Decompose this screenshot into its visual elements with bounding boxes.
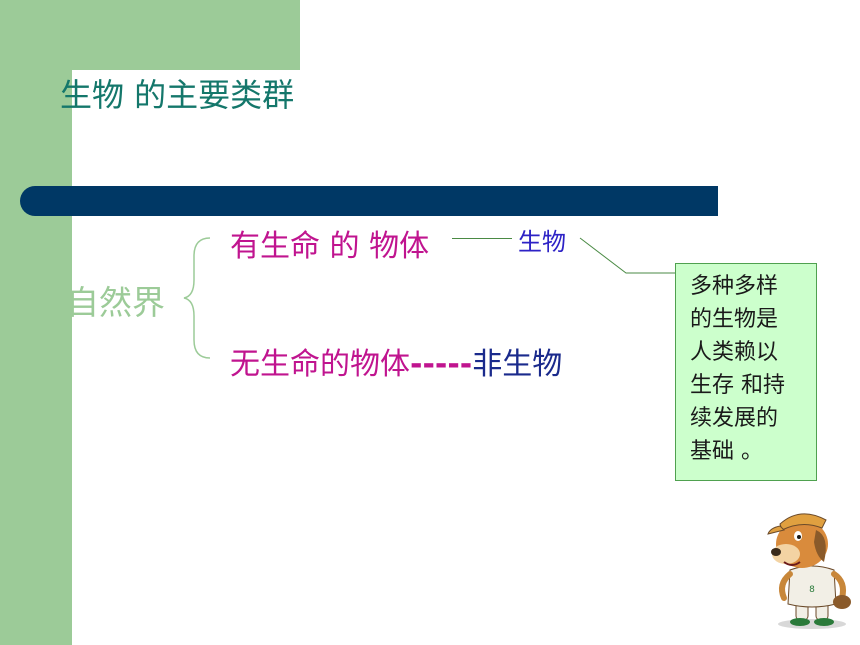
title-divider-bar xyxy=(20,186,718,216)
top-decorative-band xyxy=(72,0,300,70)
note-line: 多种多样 xyxy=(690,274,779,299)
branch-brace xyxy=(183,237,211,359)
note-line: 续发展的 xyxy=(690,406,779,431)
note-line: 生存 和持 xyxy=(690,373,785,398)
left-decorative-band xyxy=(0,0,72,645)
organism-label: 生物 xyxy=(518,228,566,256)
dash-separator: ----- xyxy=(410,347,473,382)
root-label-nature: 自然界 xyxy=(66,283,165,322)
nonliving-label: 无生命的物体 xyxy=(230,347,410,382)
connector-line xyxy=(452,238,512,239)
note-line: 人类赖以 xyxy=(690,340,779,365)
nonorganism-label: 非生物 xyxy=(472,347,563,382)
note-box: 多种多样 的生物是 人类赖以 生存 和持 续发展的 基础 。 xyxy=(675,263,817,481)
nonliving-things-branch: 无生命的物体-----非生物 xyxy=(230,339,562,383)
living-things-branch: 有生命 的 物体 xyxy=(230,229,430,264)
slide-title: 生物 的主要类群 xyxy=(60,76,295,114)
note-line: 基础 。 xyxy=(690,439,763,464)
note-line: 的生物是 xyxy=(690,307,779,332)
svg-text:8: 8 xyxy=(809,585,815,595)
cartoon-dog-mascot: 8 xyxy=(767,513,851,629)
